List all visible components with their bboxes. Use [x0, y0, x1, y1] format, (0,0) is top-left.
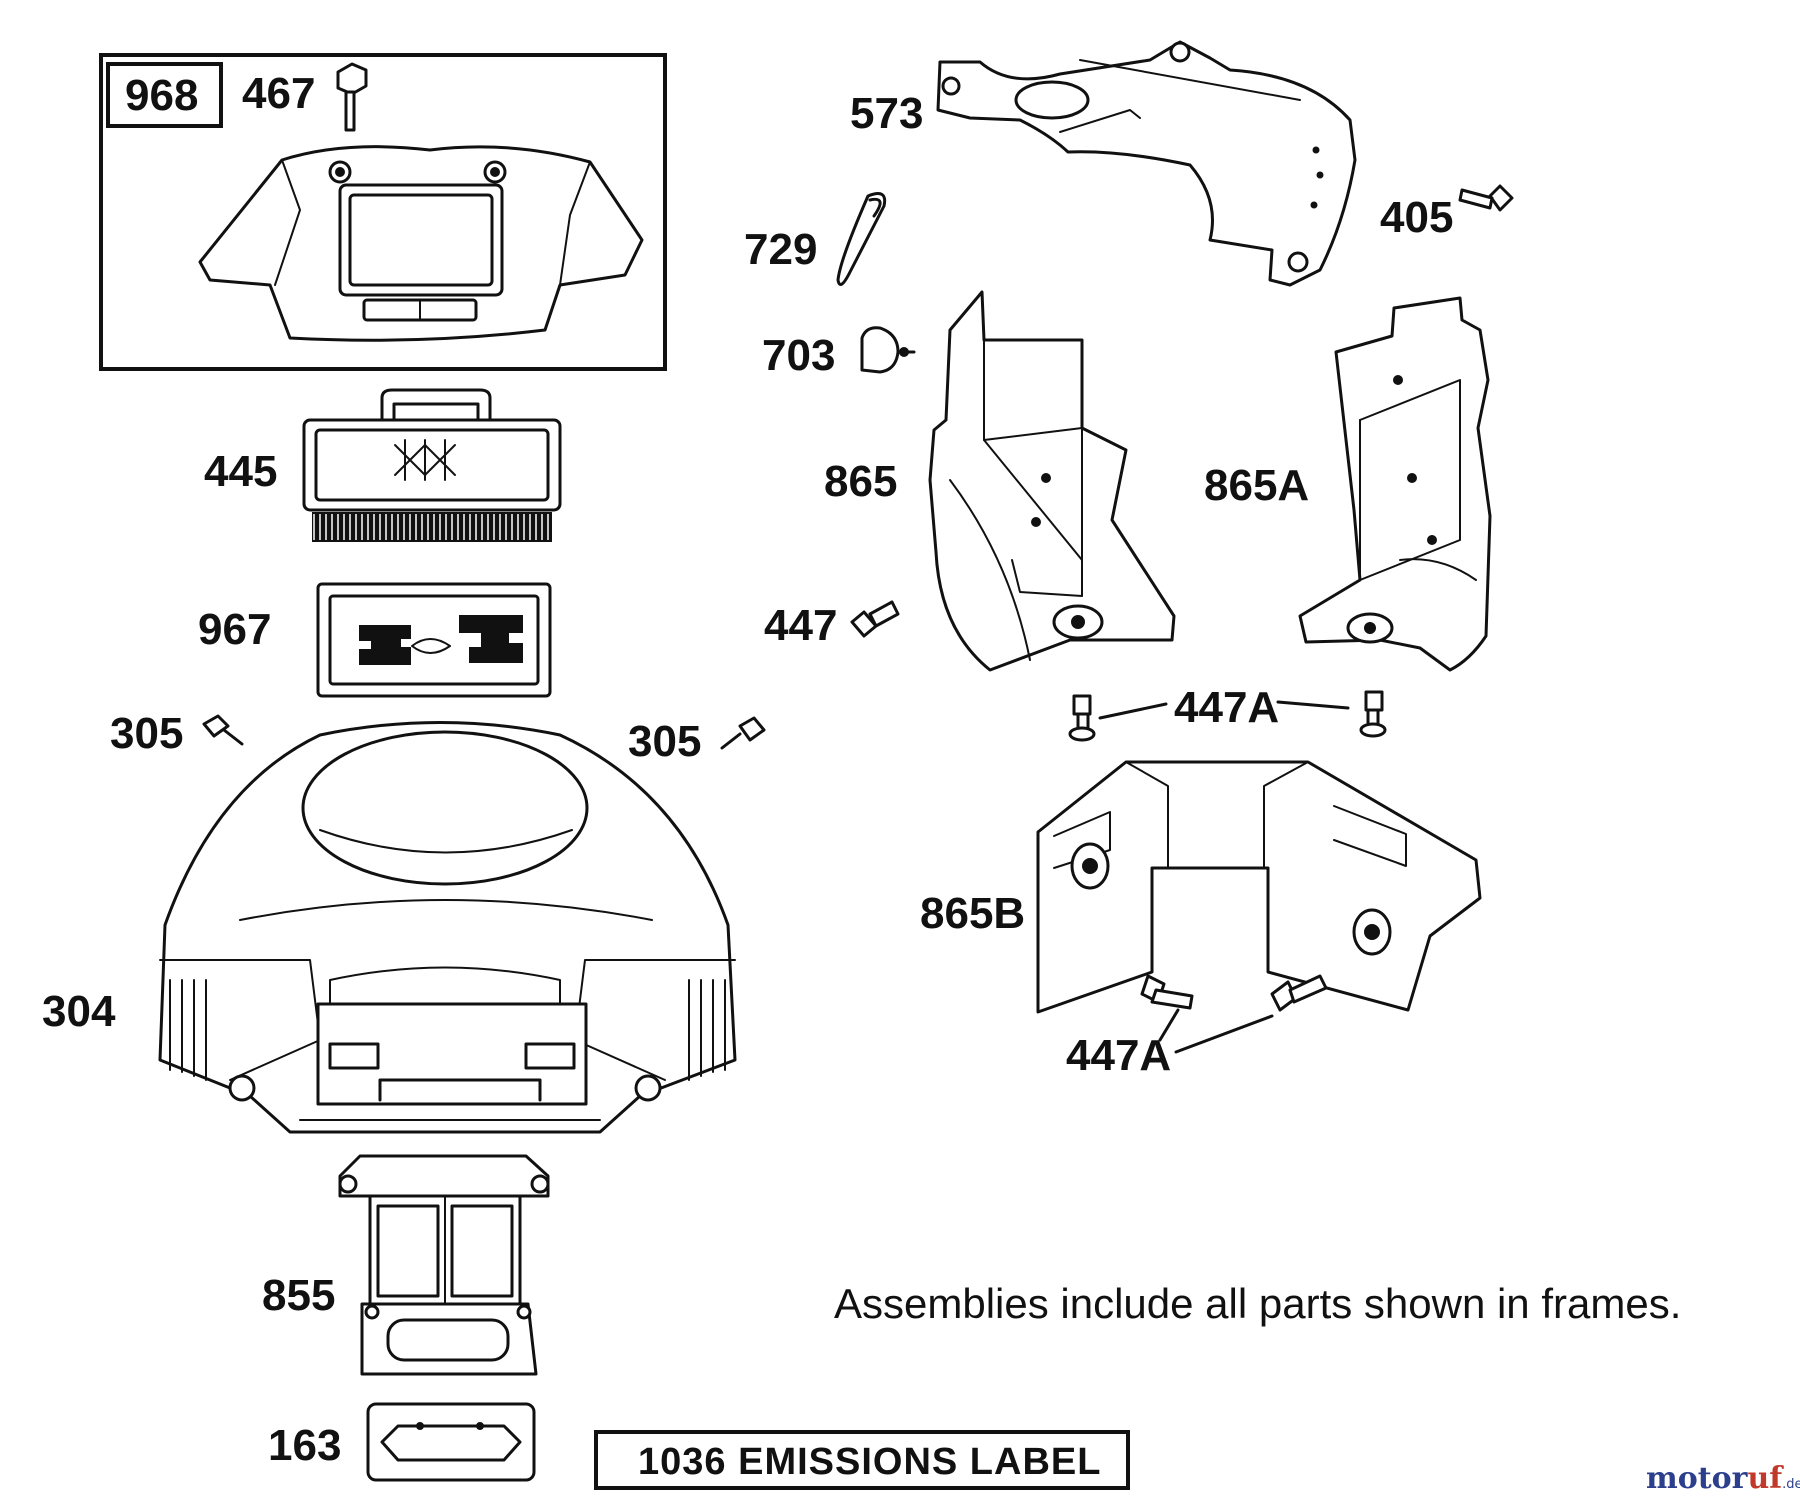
part-label-447A-top: 447A: [1174, 683, 1279, 732]
air-cleaner-cover: [198, 145, 644, 342]
air-filter-445: 445: [204, 388, 562, 542]
bolts-447A-bottom: 447A: [1066, 974, 1328, 1080]
watermark-text-red: uf: [1747, 1461, 1784, 1496]
shield-865B: 865B: [920, 760, 1482, 1014]
part-label-865A: 865A: [1204, 461, 1309, 510]
bolt-447: 447: [764, 600, 900, 650]
screw-305-left: 305: [110, 709, 244, 758]
part-label-405: 405: [1380, 193, 1453, 242]
part-label-447A-bottom: 447A: [1066, 1031, 1171, 1080]
part-label-445: 445: [204, 447, 277, 496]
blower-housing-304: 304: [42, 721, 737, 1134]
assemblies-note: Assemblies include all parts shown in fr…: [834, 1280, 1681, 1327]
part-label-305-left: 305: [110, 709, 183, 758]
part-label-304: 304: [42, 987, 116, 1036]
part-label-729: 729: [744, 225, 817, 274]
part-label-967: 967: [198, 605, 271, 654]
gasket-163: 163: [268, 1402, 536, 1482]
part-label-703: 703: [762, 331, 835, 380]
clip-703: 703: [762, 326, 916, 380]
watermark-suffix: .de: [1782, 1477, 1800, 1492]
part-label-865: 865: [824, 457, 897, 506]
shield-865: 865: [824, 290, 1176, 672]
key-part-467: [336, 62, 368, 132]
shield-865A: 865A: [1204, 296, 1492, 672]
watermark-text-blue: motor: [1646, 1461, 1749, 1496]
assembly-frame-968: 968 467: [99, 53, 667, 371]
screw-305-right: 305: [628, 716, 766, 766]
part-label-968: 968: [125, 71, 198, 120]
watermark-logo: motoruf.de: [1646, 1461, 1800, 1496]
air-cleaner-base-855: 855: [262, 1154, 550, 1376]
bolts-447A-top: 447A: [1068, 683, 1387, 742]
pre-cleaner-967: 967: [198, 582, 552, 698]
part-label-305-right: 305: [628, 717, 701, 766]
svg-text:motoruf.de: motoruf.de: [1646, 1461, 1800, 1496]
part-label-865B: 865B: [920, 889, 1025, 938]
emissions-label-box: 1036 EMISSIONS LABEL: [594, 1430, 1130, 1490]
part-label-467: 467: [242, 69, 315, 118]
bracket-573: 573: [850, 40, 1357, 287]
spring-729: 729: [744, 192, 887, 286]
emissions-label-text: 1036 EMISSIONS LABEL: [638, 1441, 1101, 1483]
part-label-573: 573: [850, 89, 923, 138]
bolt-405: 405: [1380, 184, 1514, 242]
part-label-163: 163: [268, 1421, 341, 1470]
part-label-855: 855: [262, 1271, 335, 1320]
part-label-447: 447: [764, 601, 837, 650]
